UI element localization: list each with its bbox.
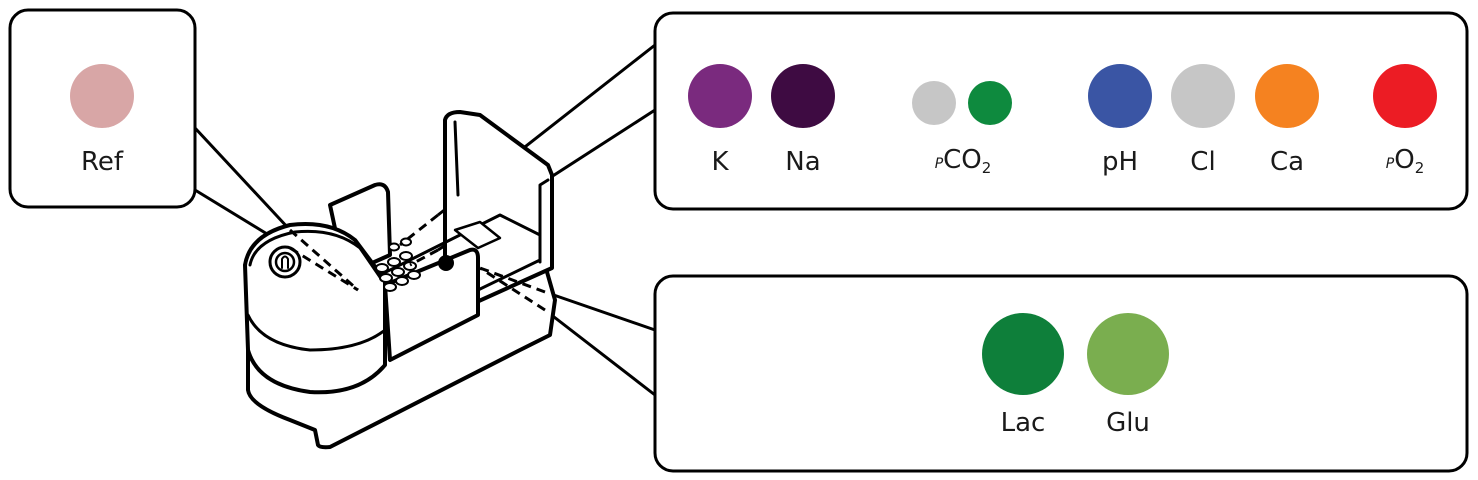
sensor-label-na: Na xyxy=(785,147,820,177)
sensor-dot-ca xyxy=(1255,64,1319,128)
sensor-dot-cl xyxy=(1171,64,1235,128)
sensor-label-pco2: PCO2 xyxy=(935,145,992,177)
sensor-label-glu: Glu xyxy=(1106,408,1150,438)
sensor-dot-na xyxy=(771,64,835,128)
sensor-label-po2: PO2 xyxy=(1386,145,1424,177)
panel-reference: Ref xyxy=(8,8,197,209)
sensor-label-ph: pH xyxy=(1102,147,1138,177)
sensor-label-lac: Lac xyxy=(1001,408,1046,438)
sensor-dot-lac xyxy=(982,313,1064,395)
sensor-dot-po2 xyxy=(1373,64,1437,128)
sensor-dot-pco2 xyxy=(968,81,1012,125)
callout-dashed-lines xyxy=(289,213,546,312)
cartridge-device-icon xyxy=(243,110,557,450)
panel-top-sensors: K Na PCO2 pH Cl Ca PO2 xyxy=(653,11,1469,211)
sensor-dot-pco2-reference xyxy=(912,81,956,125)
panel-bottom-sensors: Lac Glu xyxy=(653,274,1469,473)
sensor-label-ca: Ca xyxy=(1270,147,1304,177)
sensor-dot-k xyxy=(688,64,752,128)
sensor-label-k: K xyxy=(711,147,729,177)
sensor-dot-ph xyxy=(1088,64,1152,128)
sensor-label-ref: Ref xyxy=(81,147,124,177)
sensor-label-cl: Cl xyxy=(1190,147,1215,177)
sensor-dot-glu xyxy=(1087,313,1169,395)
sensor-dot-ref xyxy=(70,64,134,128)
